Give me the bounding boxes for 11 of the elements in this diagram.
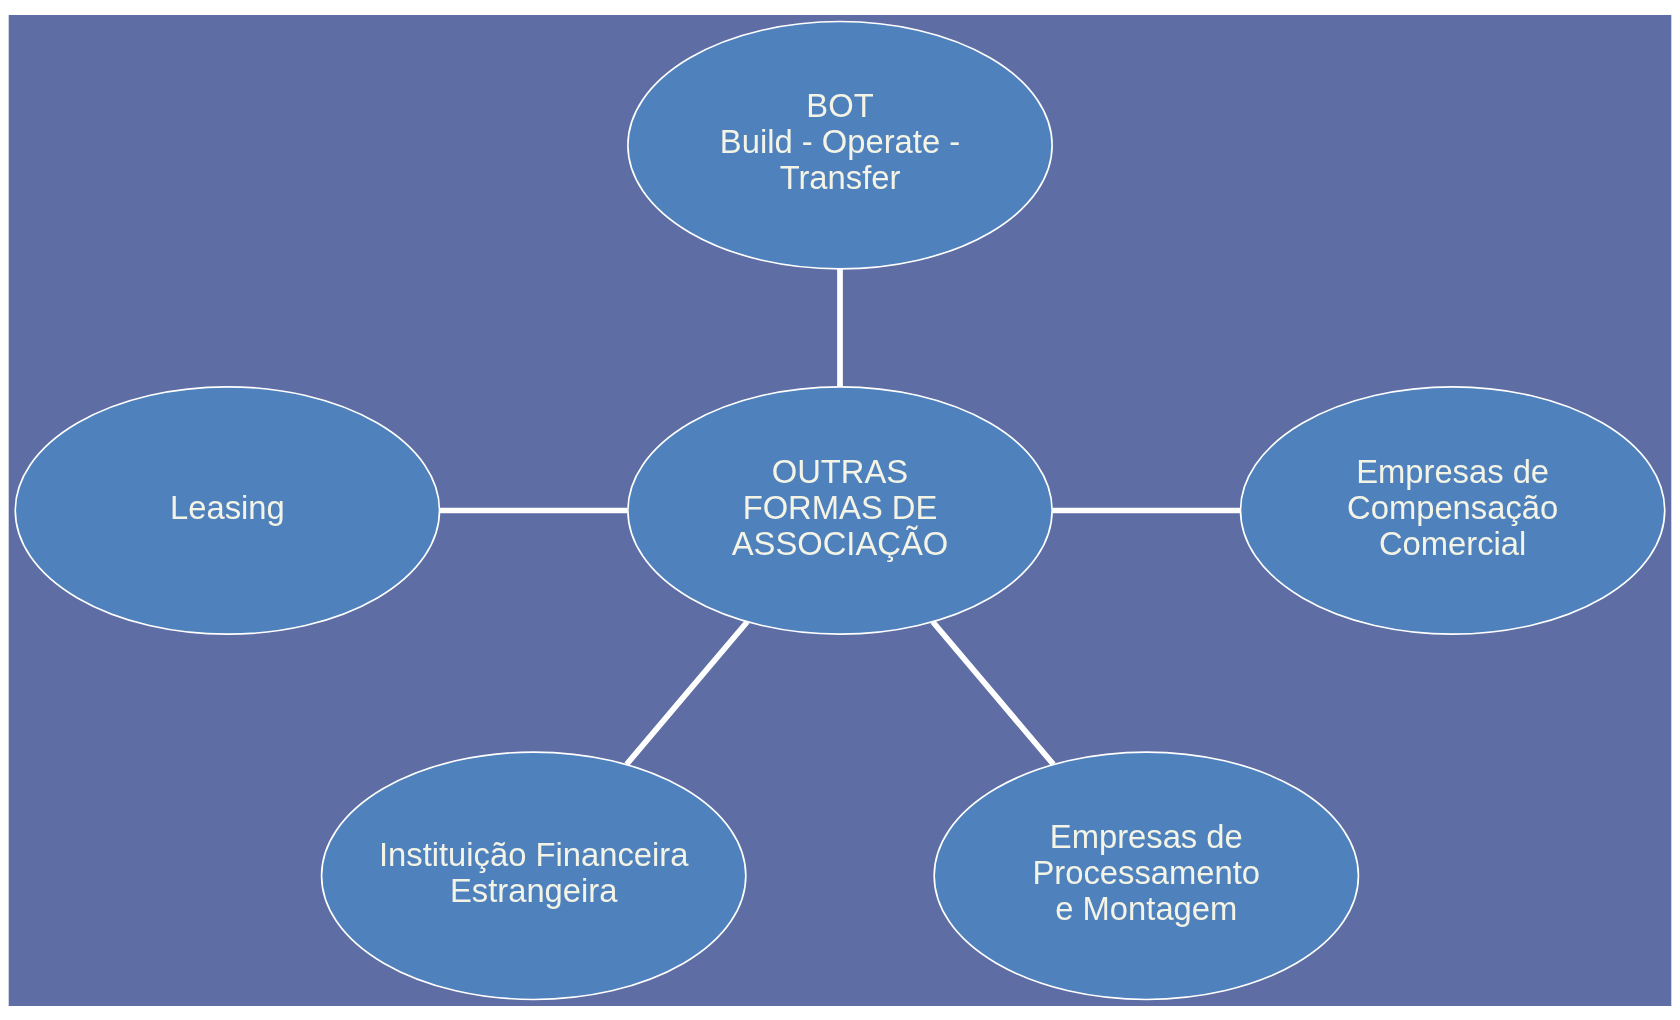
node-ellipse: Leasing: [14, 385, 441, 635]
connector: [837, 268, 843, 387]
node-ellipse: Empresas de Compensação Comercial: [1239, 385, 1666, 635]
connector: [930, 619, 1056, 766]
connector: [1052, 507, 1240, 513]
node-ellipse: Empresas de Processamento e Montagem: [933, 750, 1360, 1000]
connector: [439, 507, 628, 513]
node-ellipse: BOT Build - Operate - Transfer: [627, 20, 1053, 270]
node-ellipse: OUTRAS FORMAS DE ASSOCIAÇÃO: [627, 385, 1053, 635]
node-ellipse: Instituição Financeira Estrangeira: [320, 750, 747, 1000]
connector: [624, 619, 750, 766]
